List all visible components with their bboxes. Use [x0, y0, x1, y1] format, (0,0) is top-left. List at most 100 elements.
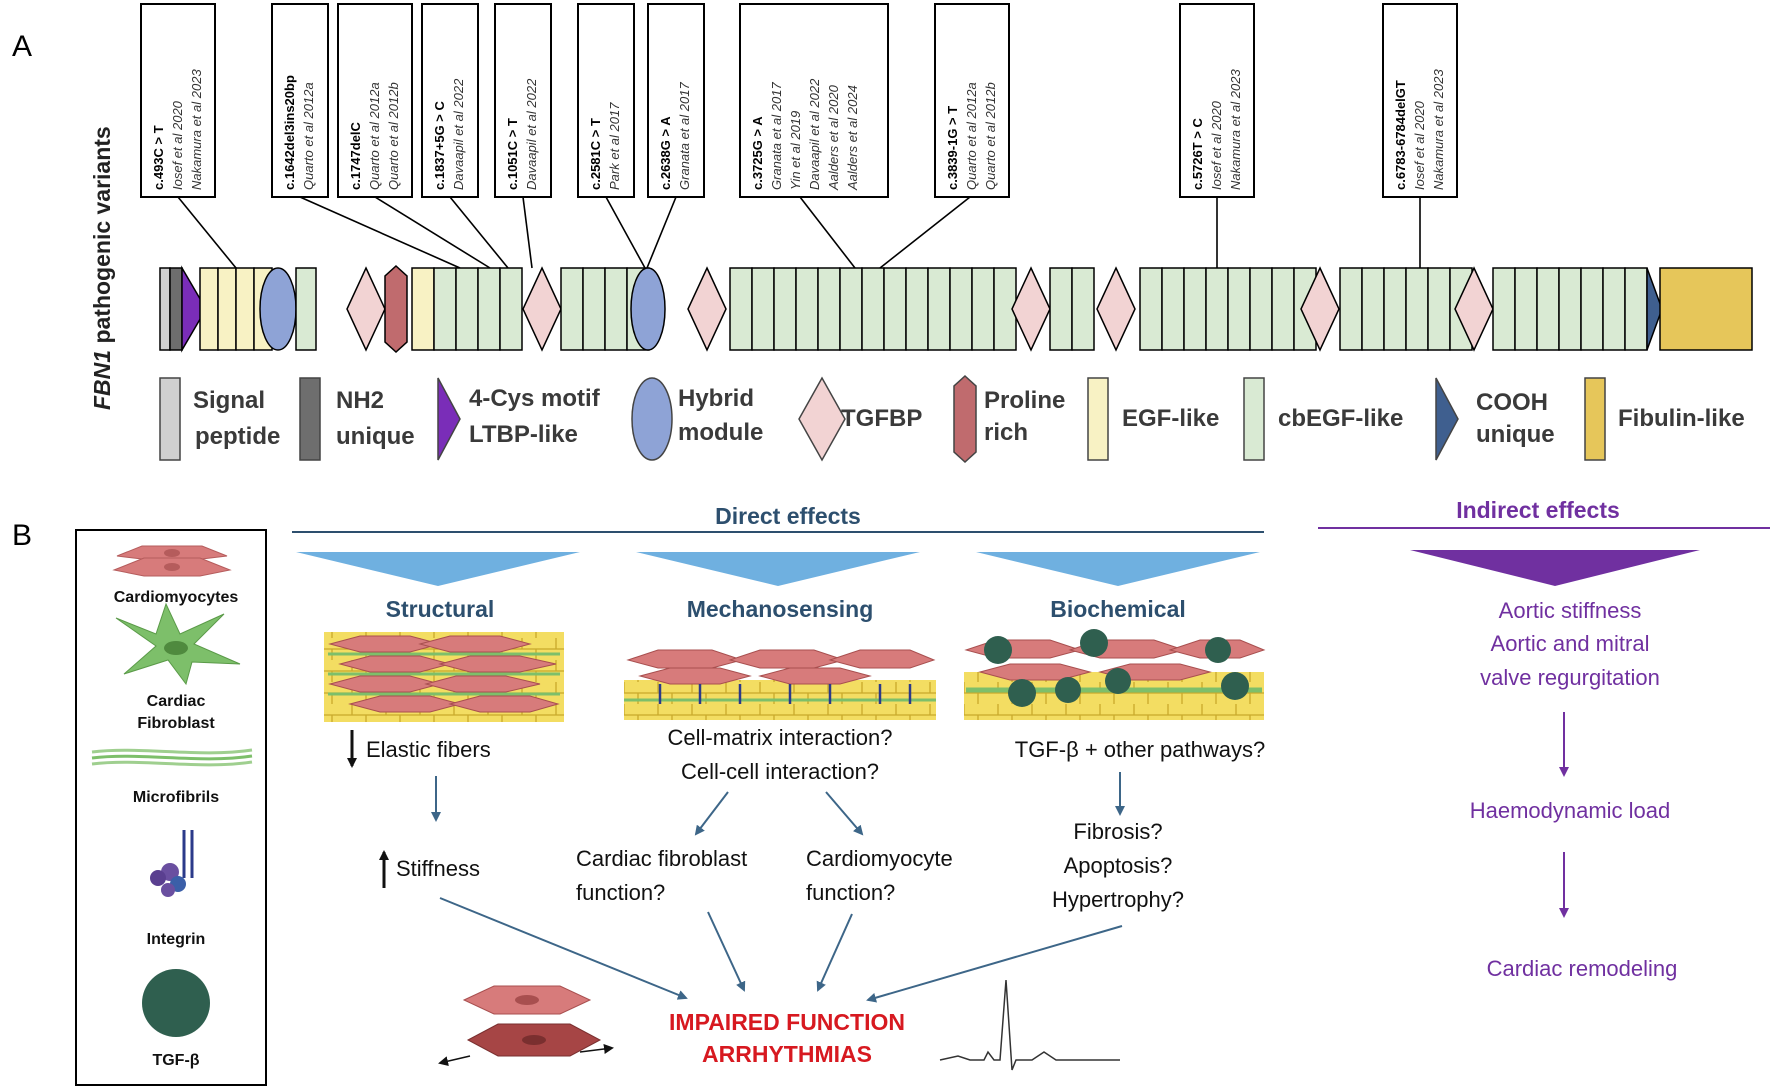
structural-title: Structural	[386, 596, 495, 622]
mechanosensing-title: Mechanosensing	[687, 596, 874, 622]
legend-tgfb: TGF-β	[152, 1052, 199, 1069]
variant-box-2: c.1642del3ins20bp Quarto et al 2012a	[271, 3, 329, 198]
variant-ref: Iosef et al 2020	[1209, 100, 1224, 190]
variant-ref: Quarto et al 2012b	[386, 82, 401, 190]
legend-cooh-1: COOH	[1476, 389, 1548, 416]
legend-microfibrils: Microfibrils	[133, 789, 219, 806]
legend-signal-2: peptide	[195, 423, 280, 450]
variant-box-3: c.1747delC Quarto et al 2012a Quarto et …	[337, 3, 413, 198]
variant-box-5: c.1051C > T Davaapil et al 2022	[494, 3, 552, 198]
legend-egf: EGF-like	[1122, 405, 1219, 432]
biochem-outcome-1: Fibrosis?	[1073, 819, 1162, 844]
variant-id-4: c.1837+5G > C	[432, 100, 447, 190]
legend-proline-2: rich	[984, 419, 1028, 446]
mech-question-2: Cell-cell interaction?	[681, 759, 879, 784]
ecg-trace-icon	[939, 979, 1120, 1071]
legend-cooh-2: unique	[1476, 421, 1555, 448]
variant-ref: Granata et al 2017	[769, 82, 784, 190]
fbn1-protein-domains	[159, 264, 1753, 354]
variant-box-6: c.2581C > T Park et al 2017	[577, 3, 635, 198]
variant-ref: Nakamura et al 2023	[189, 69, 204, 190]
legend-nh2-1: NH2	[336, 387, 384, 414]
mech-right-2: function?	[806, 880, 895, 905]
variant-ref: Quarto et al 2012a	[301, 82, 316, 190]
variant-box-8: c.3725G > A Granata et al 2017 Yin et al…	[739, 3, 889, 198]
cell-legend-box: Cardiomyocytes Cardiac Fibroblast Microf…	[75, 529, 267, 1086]
variant-id-2: c.1642del3ins20bp	[282, 75, 297, 190]
microfibril-icon	[91, 748, 253, 767]
indirect-effects-title: Indirect effects	[1456, 497, 1620, 523]
biochem-outcome-2: Apoptosis?	[1064, 853, 1173, 878]
variant-ref: Quarto et al 2012a	[367, 82, 382, 190]
variant-id-7: c.2638G > A	[658, 116, 673, 190]
legend-4cys-2: LTBP-like	[469, 421, 578, 448]
fibroblast-icon	[115, 602, 241, 686]
variant-ref: Iosef et al 2020	[170, 100, 185, 190]
variant-ref: Granata et al 2017	[677, 82, 692, 190]
mech-left-1: Cardiac fibroblast	[576, 846, 747, 871]
legend-4cys-1: 4-Cys motif	[469, 385, 601, 412]
mech-right-1: Cardiomyocyte	[806, 846, 953, 871]
variant-id-9: c.3839-1G > T	[945, 106, 960, 190]
variant-box-10: c.5726T > C Iosef et al 2020 Nakamura et…	[1179, 3, 1255, 198]
indirect-line1-3: valve regurgitation	[1480, 665, 1660, 690]
mech-left-2: function?	[576, 880, 665, 905]
indirect-line1-1: Aortic stiffness	[1499, 598, 1642, 623]
svg-text:FBN1 pathogenic variants: FBN1 pathogenic variants	[89, 126, 115, 410]
variant-box-1: c.493C > T Iosef et al 2020 Nakamura et …	[140, 3, 216, 198]
panel-a-side-title: FBN1 pathogenic variants	[89, 126, 115, 410]
convergence-arrows	[439, 897, 1123, 1003]
variant-ref: Aalders et al 2024	[845, 85, 860, 191]
legend-cbegf: cbEGF-like	[1278, 405, 1403, 432]
legend-tgfbp: TGFBP	[841, 405, 922, 432]
indirect-line3: Cardiac remodeling	[1487, 956, 1678, 981]
direct-effects-title: Direct effects	[715, 503, 861, 529]
structural-line1: Elastic fibers	[366, 737, 491, 762]
variant-callouts: c.493C > T Iosef et al 2020 Nakamura et …	[140, 3, 1458, 198]
legend-integrin: Integrin	[147, 931, 206, 948]
mech-arrow-left	[694, 791, 729, 836]
biochemical-triangle	[976, 552, 1260, 586]
mech-question-1: Cell-matrix interaction?	[668, 725, 893, 750]
panel-b-letter: B	[12, 519, 32, 552]
structural-line2: Stiffness	[396, 856, 480, 881]
variant-id-5: c.1051C > T	[505, 118, 520, 190]
variant-id-10: c.5726T > C	[1190, 117, 1205, 190]
structural-triangle	[296, 552, 580, 586]
legend-hybrid-2: module	[678, 419, 763, 446]
variant-ref: Yin et al 2019	[788, 111, 803, 190]
variant-id-3: c.1747delC	[348, 121, 363, 190]
variant-ref: Park et al 2017	[607, 102, 622, 190]
outcome-line1: IMPAIRED FUNCTION	[669, 1009, 905, 1035]
domain-proline	[384, 264, 408, 354]
domain-4cys	[181, 265, 207, 353]
outcome-cells-icon	[438, 985, 614, 1067]
variant-ref: Nakamura et al 2023	[1431, 69, 1446, 190]
side-title-gene: FBN1	[89, 350, 115, 410]
variant-connectors	[177, 196, 1421, 269]
indirect-line1-2: Aortic and mitral	[1491, 631, 1650, 656]
indirect-line2: Haemodynamic load	[1470, 798, 1671, 823]
side-title-rest: pathogenic variants	[89, 126, 115, 350]
legend-fibroblast-2: Fibroblast	[137, 715, 215, 732]
domain-signal	[159, 267, 171, 351]
variant-box-11: c.6783-6784delGT Iosef et al 2020 Nakamu…	[1382, 3, 1458, 198]
indirect-triangle	[1410, 550, 1700, 586]
legend-hybrid-1: Hybrid	[678, 385, 754, 412]
legend-signal-1: Signal	[193, 387, 265, 414]
biochem-line1: TGF-β + other pathways?	[1015, 737, 1265, 762]
legend-cardiomyocytes: Cardiomyocytes	[114, 589, 239, 606]
variant-ref: Davaapil et al 2022	[451, 78, 466, 190]
variant-id-8: c.3725G > A	[750, 116, 765, 190]
variant-ref: Aalders et al 2020	[826, 84, 841, 191]
biochemical-tissue-illustration	[964, 629, 1266, 720]
outcome-line2: ARRHYTHMIAS	[702, 1041, 872, 1067]
domain-hybrid	[259, 267, 297, 351]
variant-box-7: c.2638G > A Granata et al 2017	[647, 3, 705, 198]
mechanosensing-triangle	[636, 552, 920, 586]
integrin-icon	[150, 830, 194, 897]
mechanosensing-tissue-illustration	[624, 649, 936, 720]
variant-ref: Davaapil et al 2022	[807, 78, 822, 190]
domain-nh2	[169, 267, 183, 351]
